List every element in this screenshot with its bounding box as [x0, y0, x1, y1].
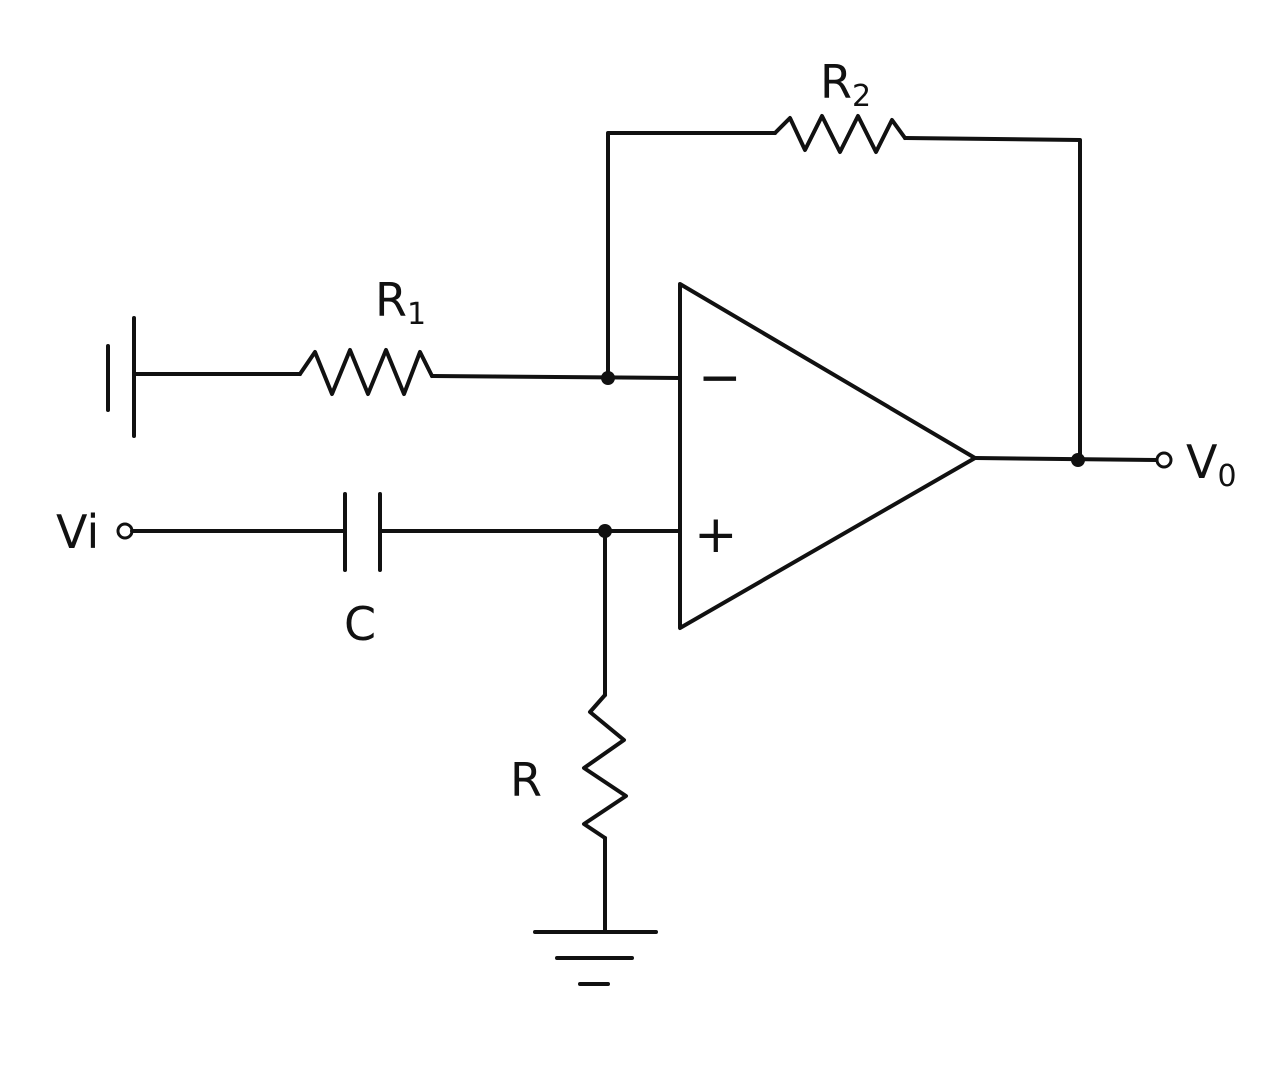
resistor-r1	[298, 348, 434, 396]
vi-terminal[interactable]	[116, 522, 134, 540]
output-branch	[973, 451, 1173, 469]
junction-inverting	[601, 371, 615, 385]
label-vi: Vi	[56, 505, 99, 559]
inverting-input-branch	[106, 316, 682, 438]
label-r1-sub: 1	[407, 297, 426, 332]
label-c: C	[344, 597, 376, 651]
minus-sign: −	[698, 348, 742, 408]
label-r2-sub: 2	[852, 79, 871, 114]
r1-right-wire	[430, 374, 682, 380]
plus-sign: +	[694, 505, 738, 565]
vo-terminal[interactable]	[1155, 451, 1173, 469]
label-r1: R1	[375, 273, 426, 332]
resistor-r	[582, 693, 628, 840]
label-r: R	[510, 753, 542, 807]
feedback-wire-right	[903, 136, 1082, 462]
label-vo-sub: 0	[1217, 459, 1236, 494]
junction-output	[1071, 453, 1085, 467]
resistor-r2	[773, 114, 907, 154]
op-amp-triangle	[678, 282, 977, 630]
output-wire	[973, 456, 1159, 462]
junction-noninverting	[598, 524, 612, 538]
op-amp: − +	[678, 282, 977, 630]
feedback-wire-left	[606, 131, 777, 380]
label-r2: R2	[820, 55, 871, 114]
feedback-path	[606, 114, 1082, 462]
noninverting-input-branch	[116, 492, 682, 572]
label-vo: V0	[1186, 435, 1237, 494]
shunt-resistor-branch	[533, 529, 658, 986]
